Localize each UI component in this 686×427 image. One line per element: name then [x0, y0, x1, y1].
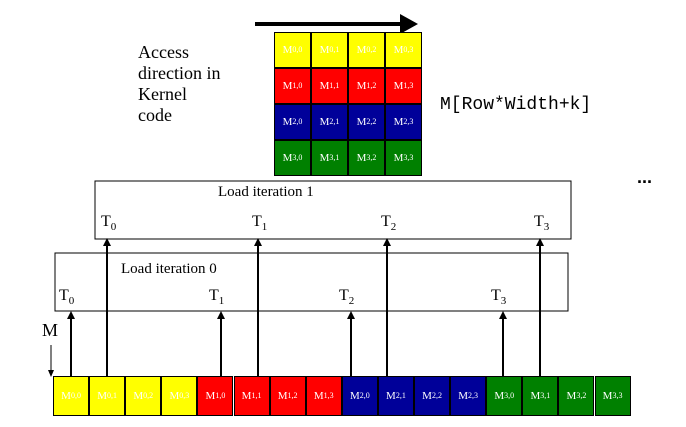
access-direction-arrowhead — [400, 14, 418, 34]
iter0-access-arrow-head — [217, 311, 225, 319]
thread-label-iter0: T2 — [339, 287, 355, 307]
m-array-label: M — [42, 320, 59, 340]
index-formula: M[Row*Width+k] — [440, 95, 592, 115]
thread-label-iter0: T1 — [209, 287, 225, 307]
thread-label-iter0: T3 — [491, 287, 507, 307]
m-pointer-arrowhead — [48, 370, 54, 377]
iter1-access-arrow-head — [383, 238, 391, 246]
continuation-ellipsis: ... — [637, 167, 653, 187]
iter0-access-arrow-head — [347, 311, 355, 319]
iter0-access-arrow-head — [499, 311, 507, 319]
load-iteration-1-title: Load iteration 1 — [218, 184, 314, 200]
thread-label-iter1: T0 — [101, 213, 117, 233]
load-iteration-1-box — [94, 180, 572, 240]
thread-label-iter1: T2 — [381, 213, 397, 233]
thread-label-iter1: T1 — [252, 213, 268, 233]
load-iteration-0-box — [54, 252, 569, 312]
iter0-access-arrow-head — [67, 311, 75, 319]
load-iteration-0-title: Load iteration 0 — [121, 261, 217, 277]
thread-label-iter0: T0 — [59, 287, 75, 307]
thread-label-iter1: T3 — [534, 213, 550, 233]
iter1-access-arrow-head — [536, 238, 544, 246]
iter1-access-arrow-head — [103, 238, 111, 246]
access-direction-label: Access direction in Kernel code — [138, 42, 221, 125]
iter1-access-arrow-head — [254, 238, 262, 246]
